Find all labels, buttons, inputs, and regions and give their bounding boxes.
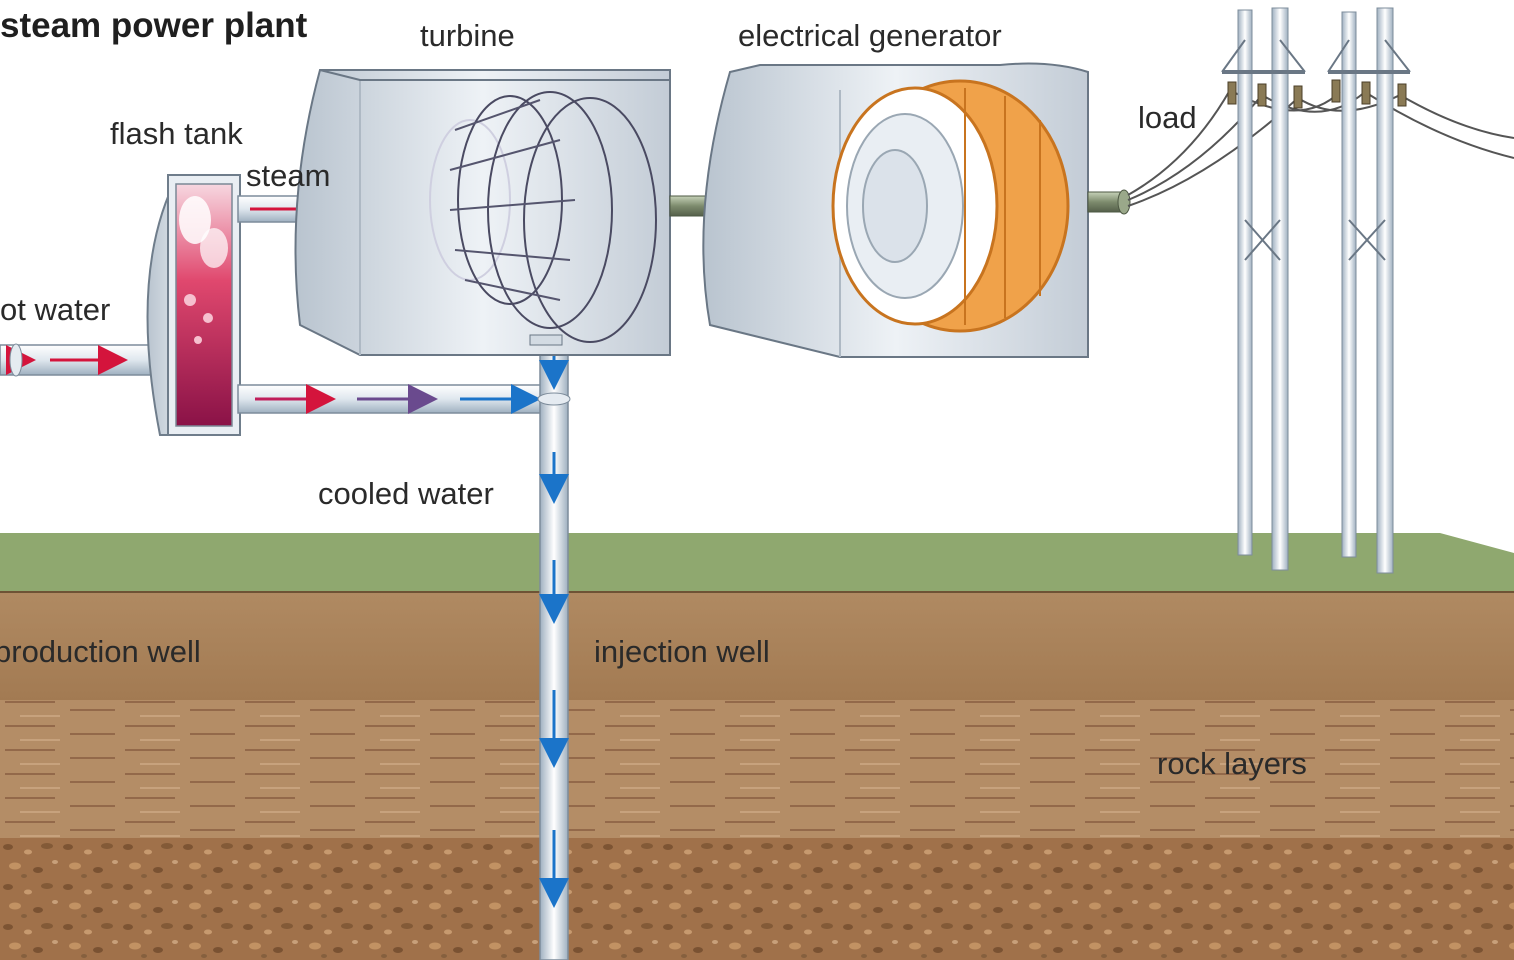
generator-coil (831, 79, 1070, 333)
steam-label: steam (246, 158, 331, 193)
utility-pole (1221, 7, 1306, 571)
electrical-generator-label: electrical generator (738, 18, 1002, 53)
injection-well-label: injection well (594, 634, 770, 669)
load-label: load (1138, 100, 1197, 135)
flash-tank-label: flash tank (110, 116, 243, 151)
hot-water-label: ot water (0, 292, 111, 327)
cooled-water-label: cooled water (318, 476, 494, 511)
rock-strata-layer (0, 700, 1514, 840)
turbine (294, 69, 671, 356)
utility-pole (1327, 7, 1411, 574)
pebble-layer (0, 838, 1514, 960)
flash-tank (146, 174, 241, 436)
utility-poles (1221, 7, 1411, 574)
ground-surface (0, 533, 1514, 592)
electrical-generator (702, 62, 1089, 358)
hot-water-pipe (0, 343, 166, 377)
rock-layers-label: rock layers (1157, 746, 1307, 781)
turbine-label: turbine (420, 18, 515, 53)
turbine-rotor (429, 91, 657, 343)
production-well-label: production well (0, 634, 201, 669)
diagram-title: steam power plant (0, 6, 308, 45)
cooled-water-pipe (237, 384, 555, 414)
ground (0, 533, 1514, 960)
soil-layer (0, 592, 1514, 702)
injection-well-pipe (537, 344, 571, 960)
